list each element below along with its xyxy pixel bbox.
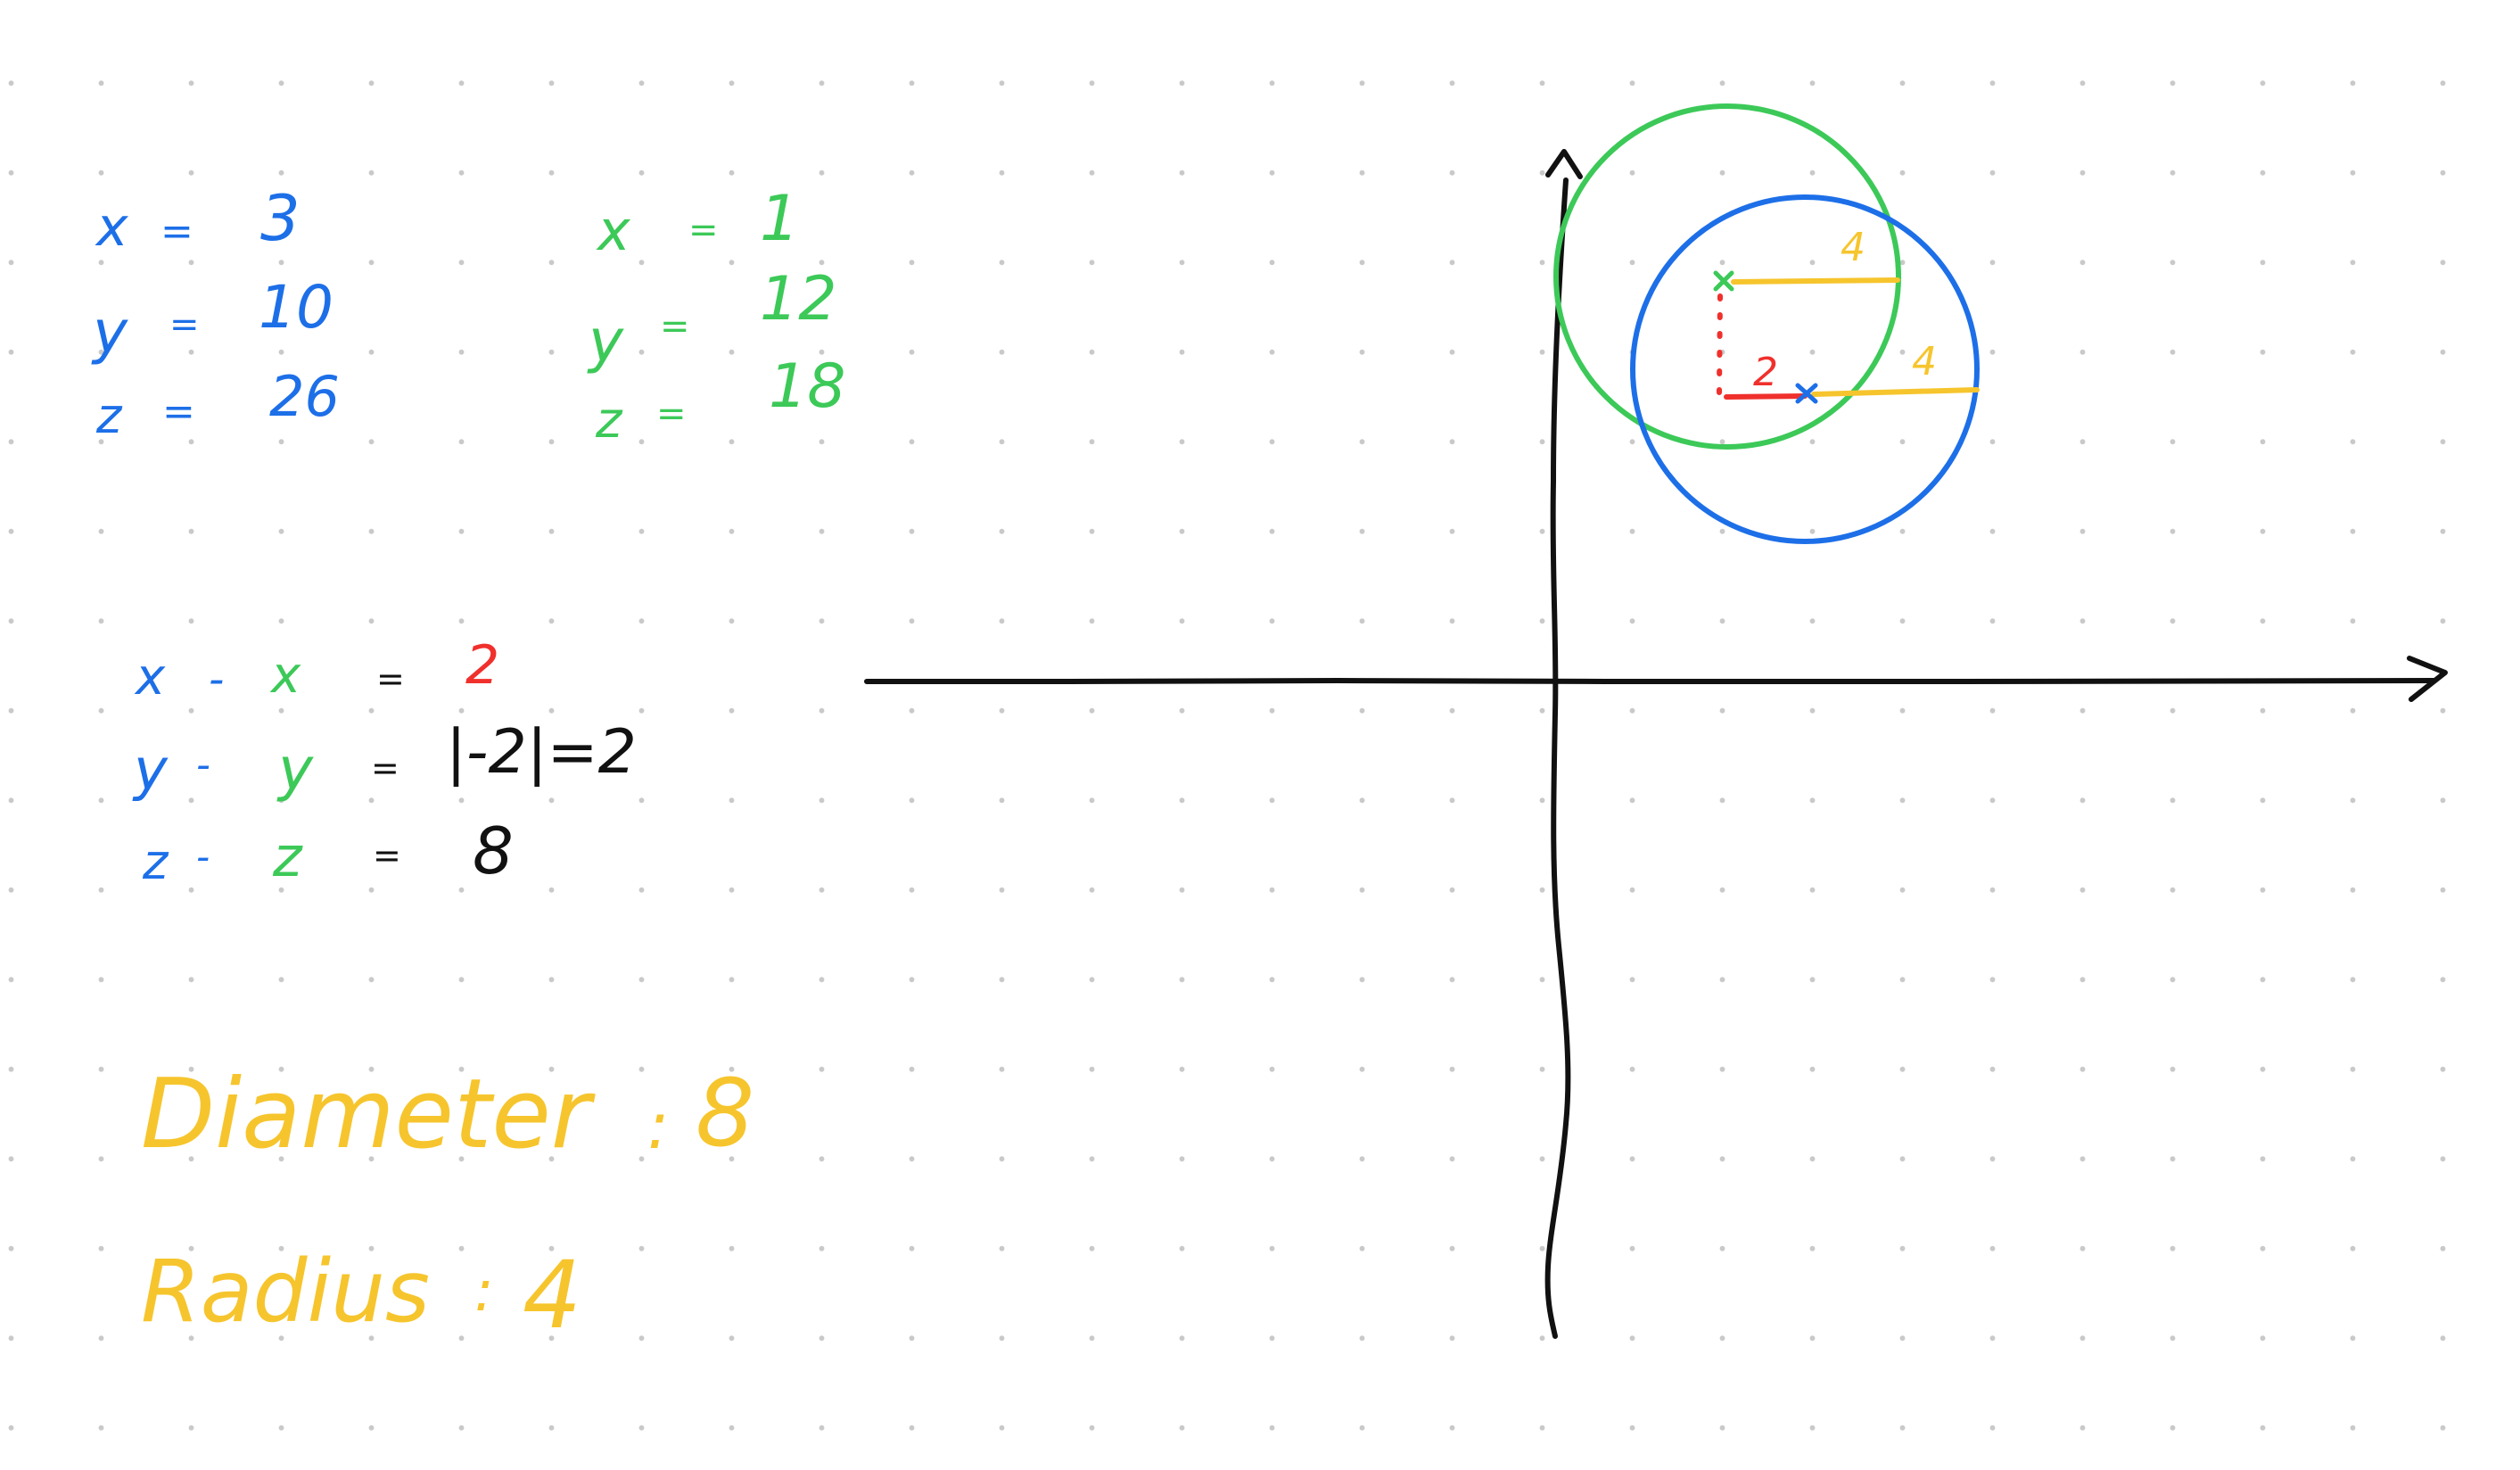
green-x-label: x <box>597 198 630 263</box>
y-diff-equals: = <box>371 748 399 788</box>
red-horizontal-offset <box>1724 393 1808 400</box>
blue-circle <box>1630 194 1980 544</box>
green-z-value: 18 <box>769 351 846 422</box>
green-x-eq: = <box>688 210 719 251</box>
z-diff-blue-term: z <box>143 834 169 890</box>
green-circle <box>1553 103 1901 450</box>
radius-label: Radius <box>141 1242 430 1342</box>
x-axis-arrowhead <box>2407 656 2448 702</box>
y-axis <box>1544 178 1571 1339</box>
x-diff-green-term: x <box>271 647 301 705</box>
red-dotted-offset <box>1717 293 1723 395</box>
diameter-separator: : <box>647 1088 670 1163</box>
diameter-value: 8 <box>696 1059 755 1168</box>
x-diff-minus: - <box>209 655 225 705</box>
blue-radius-line <box>1811 387 1980 397</box>
green-center-marker <box>1713 270 1734 292</box>
green-z-label: z <box>596 392 622 450</box>
blue-y-label: y <box>93 298 128 367</box>
blue-y-value: 10 <box>259 273 334 342</box>
y-diff-result: |-2|=2 <box>446 717 637 788</box>
x-diff-equals: = <box>376 659 405 698</box>
blue-x-value: 3 <box>260 182 301 255</box>
x-diff-blue-term: x <box>136 648 166 706</box>
z-diff-green-term: z <box>273 824 302 889</box>
blue-radius-label: 4 <box>1912 339 1937 384</box>
blue-z-label: z <box>96 388 122 444</box>
y-diff-green-term: y <box>278 735 314 804</box>
green-z-eq: = <box>656 393 687 434</box>
x-diff-result: 2 <box>465 634 500 697</box>
radius-value: 4 <box>523 1241 582 1350</box>
green-x-value: 1 <box>760 182 800 255</box>
blue-center-marker <box>1795 383 1818 404</box>
z-diff-minus: - <box>196 835 210 879</box>
z-diff-result: 8 <box>473 813 514 888</box>
offset-label: 2 <box>1753 350 1778 395</box>
y-diff-blue-term: y <box>134 738 168 804</box>
blue-x-label: x <box>96 196 128 259</box>
blue-y-eq: = <box>169 304 200 345</box>
green-radius-line <box>1731 277 1900 285</box>
green-radius-label: 4 <box>1841 225 1865 270</box>
z-diff-equals: = <box>373 836 401 875</box>
y-axis-arrowhead <box>1545 149 1583 179</box>
green-y-eq: = <box>660 306 690 347</box>
green-y-value: 12 <box>760 264 837 334</box>
blue-z-eq: = <box>162 389 195 434</box>
radius-separator: : <box>474 1259 494 1325</box>
blue-z-value: 26 <box>269 364 340 429</box>
diameter-label: Diameter <box>141 1059 591 1170</box>
green-y-label: y <box>589 307 624 376</box>
y-diff-minus: - <box>196 742 210 788</box>
blue-x-eq: = <box>161 209 194 254</box>
